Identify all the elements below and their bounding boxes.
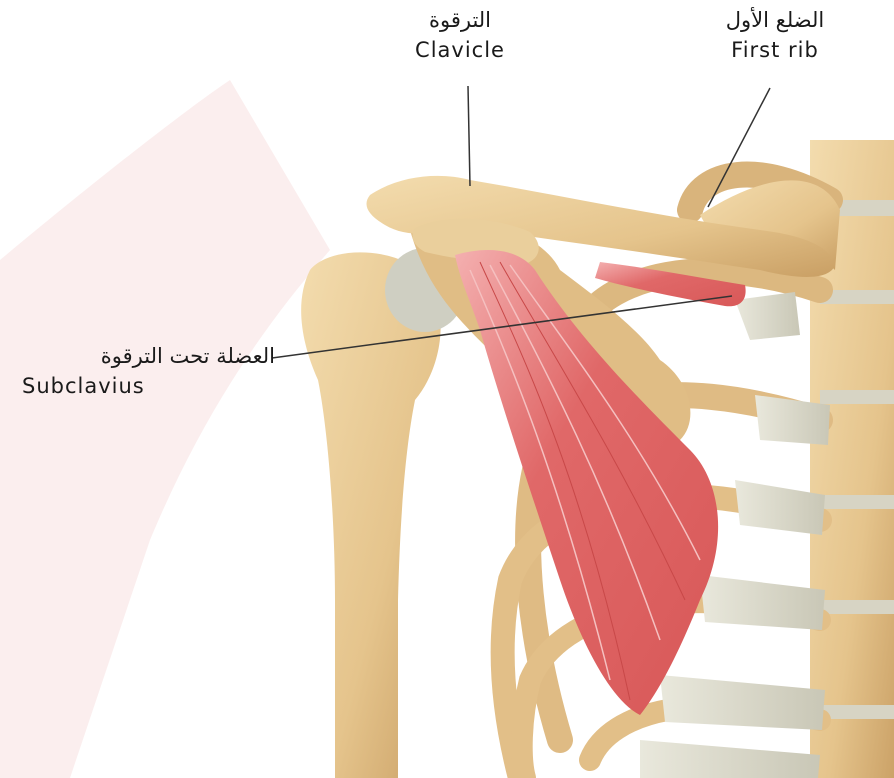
first-rib-label-english: First rib	[680, 38, 870, 62]
humerus	[301, 248, 465, 778]
background-band	[0, 80, 330, 778]
first-rib-label: الضلع الأول First rib	[680, 8, 870, 62]
clavicle-label-arabic: الترقوة	[385, 8, 535, 32]
clavicle-leader-line	[468, 86, 470, 186]
clavicle-label-english: Clavicle	[385, 38, 535, 62]
subclavius-label: العضلة تحت الترقوة Subclavius	[0, 344, 275, 398]
subclavius-label-arabic: العضلة تحت الترقوة	[0, 344, 275, 368]
subclavius-label-english: Subclavius	[0, 374, 275, 398]
clavicle-label: الترقوة Clavicle	[385, 8, 535, 62]
first-rib-label-arabic: الضلع الأول	[680, 8, 870, 32]
